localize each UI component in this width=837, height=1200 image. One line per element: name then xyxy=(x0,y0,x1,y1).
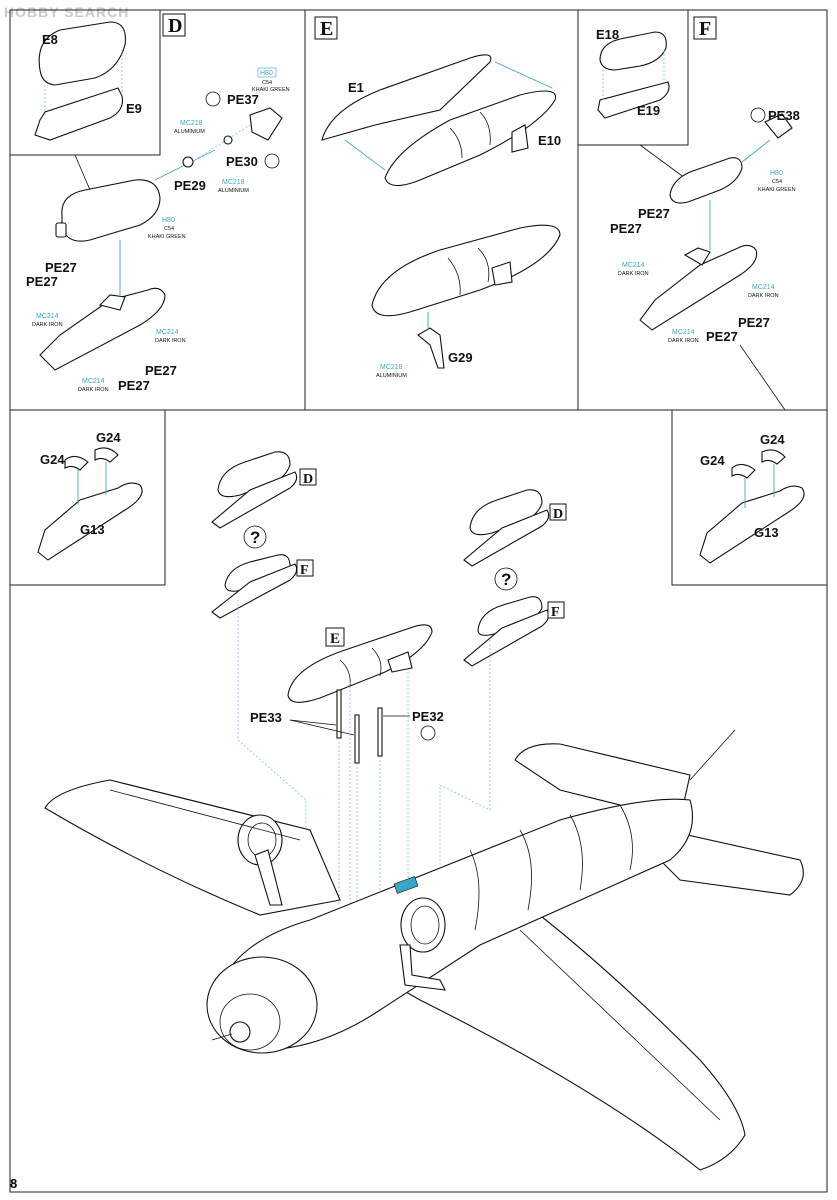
options-right: D ? F xyxy=(439,489,567,905)
color-code-mc214-f3: MC214 xyxy=(672,329,695,336)
inset-left: G24 G24 G13 xyxy=(10,410,166,586)
color-name-darkiron-d1: DARK IRON xyxy=(32,322,63,328)
label-g13-left: G13 xyxy=(80,522,105,537)
color-name-khaki-d: KHAKI GREEN xyxy=(252,87,290,93)
label-pe27-d: PE27 xyxy=(118,378,150,393)
color-code-h80-d2: H80 xyxy=(162,217,175,224)
color-name-darkiron-d2: DARK IRON xyxy=(155,338,186,344)
label-g24-right-a: G24 xyxy=(700,453,725,468)
main-e-letter: E xyxy=(330,631,340,647)
label-e19: E19 xyxy=(637,103,660,118)
panel-f-letter: F xyxy=(699,18,711,40)
label-e9: E9 xyxy=(126,101,142,116)
panel-f: F E18 E19 PE38 PE27 PE27 PE27 PE27 H80 C… xyxy=(578,10,800,411)
option-question-right: ? xyxy=(501,570,511,589)
label-pe27-f3: PE27 xyxy=(738,315,770,330)
color-code-mc218-d1: MC218 xyxy=(180,120,203,127)
main-assembly: E PE33 PE32 xyxy=(44,624,804,1171)
option-f-left: F xyxy=(300,563,309,578)
option-f-right: F xyxy=(551,605,560,620)
color-name-aluminium-d1: ALUMINIUM xyxy=(174,129,205,135)
watermark-text: HOBBY SEARCH xyxy=(4,4,130,20)
label-g24-right-b: G24 xyxy=(760,432,785,447)
label-pe27-c: PE27 xyxy=(145,363,177,378)
color-code-c54-d: C54 xyxy=(262,80,272,86)
color-name-aluminium-d2: ALUMINIUM xyxy=(218,188,249,194)
color-code-h80-f: H80 xyxy=(770,170,783,177)
color-code-c54-d2: C54 xyxy=(164,226,174,232)
label-pe27-b: PE27 xyxy=(26,274,58,289)
inset-right: G24 G24 G13 xyxy=(671,410,827,586)
option-question-left: ? xyxy=(250,528,260,547)
label-pe32: PE32 xyxy=(412,709,444,724)
label-e18: E18 xyxy=(596,27,619,42)
label-pe30: PE30 xyxy=(226,154,258,169)
color-code-mc214-f1: MC214 xyxy=(622,262,645,269)
color-code-mc218-e: MC218 xyxy=(380,364,403,371)
label-g29: G29 xyxy=(448,350,473,365)
label-pe27-f2: PE27 xyxy=(610,221,642,236)
color-code-mc214-d2: MC214 xyxy=(156,329,179,336)
panel-d: D E8 E9 PE37 PE30 PE29 PE27 PE27 PE27 PE… xyxy=(10,10,290,393)
watermark: HOBBY SEARCH xyxy=(4,4,129,20)
color-name-aluminium-e: ALUMINIUM xyxy=(376,373,407,379)
panel-d-letter: D xyxy=(168,15,182,37)
color-name-khaki-d2: KHAKI GREEN xyxy=(148,234,186,240)
color-name-darkiron-f3: DARK IRON xyxy=(668,338,699,344)
label-pe27-f1: PE27 xyxy=(638,206,670,221)
color-name-darkiron-d3: DARK IRON xyxy=(78,387,109,393)
label-e1: E1 xyxy=(348,80,364,95)
color-code-mc214-d3: MC214 xyxy=(82,378,105,385)
option-d-left: D xyxy=(303,472,313,487)
panel-e-letter: E xyxy=(320,18,333,40)
color-code-mc214-d1: MC214 xyxy=(36,313,59,320)
color-name-khaki-f: KHAKI GREEN xyxy=(758,187,796,193)
color-code-h80-d: H80 xyxy=(260,70,273,77)
label-pe33: PE33 xyxy=(250,710,282,725)
label-g24-left-a: G24 xyxy=(40,452,65,467)
panel-e: E E1 E10 G29 MC218 ALUMINIUM xyxy=(314,16,561,379)
label-pe29: PE29 xyxy=(174,178,206,193)
label-e10: E10 xyxy=(538,133,561,148)
color-code-mc214-f2: MC214 xyxy=(752,284,775,291)
label-pe38: PE38 xyxy=(768,108,800,123)
label-pe27-a: PE27 xyxy=(45,260,77,275)
label-g24-left-b: G24 xyxy=(96,430,121,445)
color-code-c54-f: C54 xyxy=(772,179,782,185)
page-frame xyxy=(9,9,828,1193)
color-code-mc218-d2: MC218 xyxy=(222,179,245,186)
label-pe37: PE37 xyxy=(227,92,259,107)
label-g13-right: G13 xyxy=(754,525,779,540)
label-pe27-f4: PE27 xyxy=(706,329,738,344)
color-name-darkiron-f1: DARK IRON xyxy=(618,271,649,277)
color-name-darkiron-f2: DARK IRON xyxy=(748,293,779,299)
option-d-right: D xyxy=(553,507,563,522)
options-left: D ? F xyxy=(211,451,317,910)
page-number: 8 xyxy=(10,1176,18,1191)
label-e8: E8 xyxy=(42,32,58,47)
